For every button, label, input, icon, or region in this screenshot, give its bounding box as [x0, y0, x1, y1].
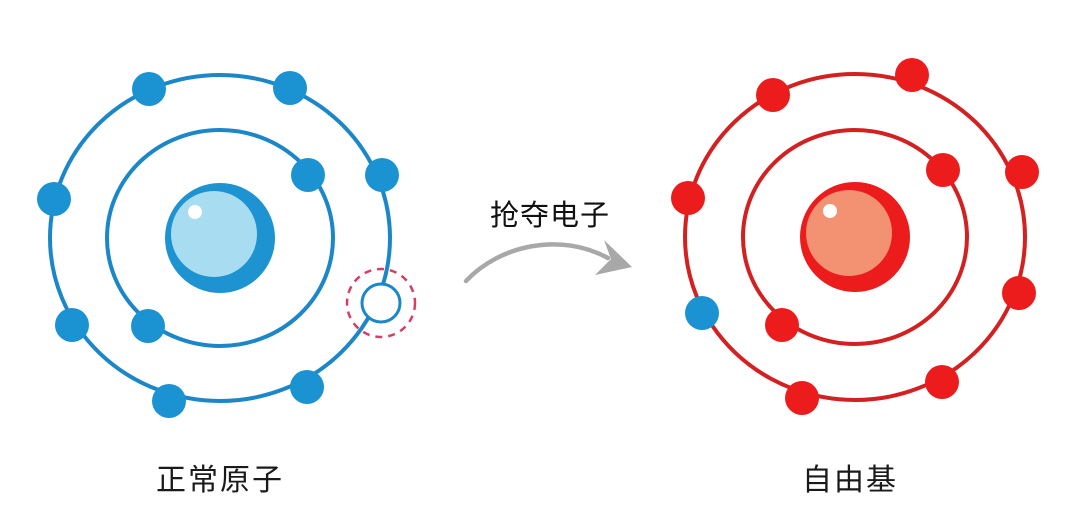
electron [290, 370, 324, 404]
normal-atom-electrons [37, 71, 399, 418]
electron [132, 72, 166, 106]
normal-atom-outer-orbit [48, 73, 392, 403]
electron [365, 158, 399, 192]
electron [765, 308, 799, 342]
electron [926, 153, 960, 187]
transfer-arrow-curve [463, 242, 611, 284]
electron [273, 71, 307, 105]
stolen-electron [685, 296, 719, 330]
electron [895, 58, 929, 92]
electron [55, 308, 89, 342]
nucleus-inner-highlight [171, 191, 257, 277]
free-radical-caption: 自由基 [802, 463, 898, 498]
dashed-highlight-circle [345, 267, 417, 339]
transfer-label: 抢夺电子 [489, 198, 610, 232]
nucleus-inner-highlight [806, 190, 892, 276]
electron [756, 78, 790, 112]
normal-atom-group [37, 71, 417, 418]
free-radical-electrons [671, 58, 1039, 415]
free-radical-inner-orbit [741, 128, 969, 346]
electron [925, 365, 959, 399]
missing-electron-slot [345, 267, 417, 339]
electron [1005, 155, 1039, 189]
electron [291, 158, 325, 192]
electron [152, 384, 186, 418]
electron [131, 309, 165, 343]
normal-atom-caption: 正常原子 [156, 463, 284, 498]
transfer-arrow-head [595, 240, 632, 275]
free-radical-nucleus [800, 182, 910, 292]
free-radical-outer-orbit [683, 72, 1027, 402]
nucleus-specular-dot [188, 205, 202, 219]
empty-electron-ring [360, 282, 402, 324]
electron [1002, 276, 1036, 310]
electron [671, 181, 705, 215]
electron [785, 381, 819, 415]
electron [37, 182, 71, 216]
normal-atom-inner-orbit [105, 128, 335, 348]
nucleus-specular-dot [823, 204, 837, 218]
normal-atom-nucleus [165, 183, 275, 293]
free-radical-group [671, 58, 1039, 415]
transfer-arrow [463, 240, 632, 284]
